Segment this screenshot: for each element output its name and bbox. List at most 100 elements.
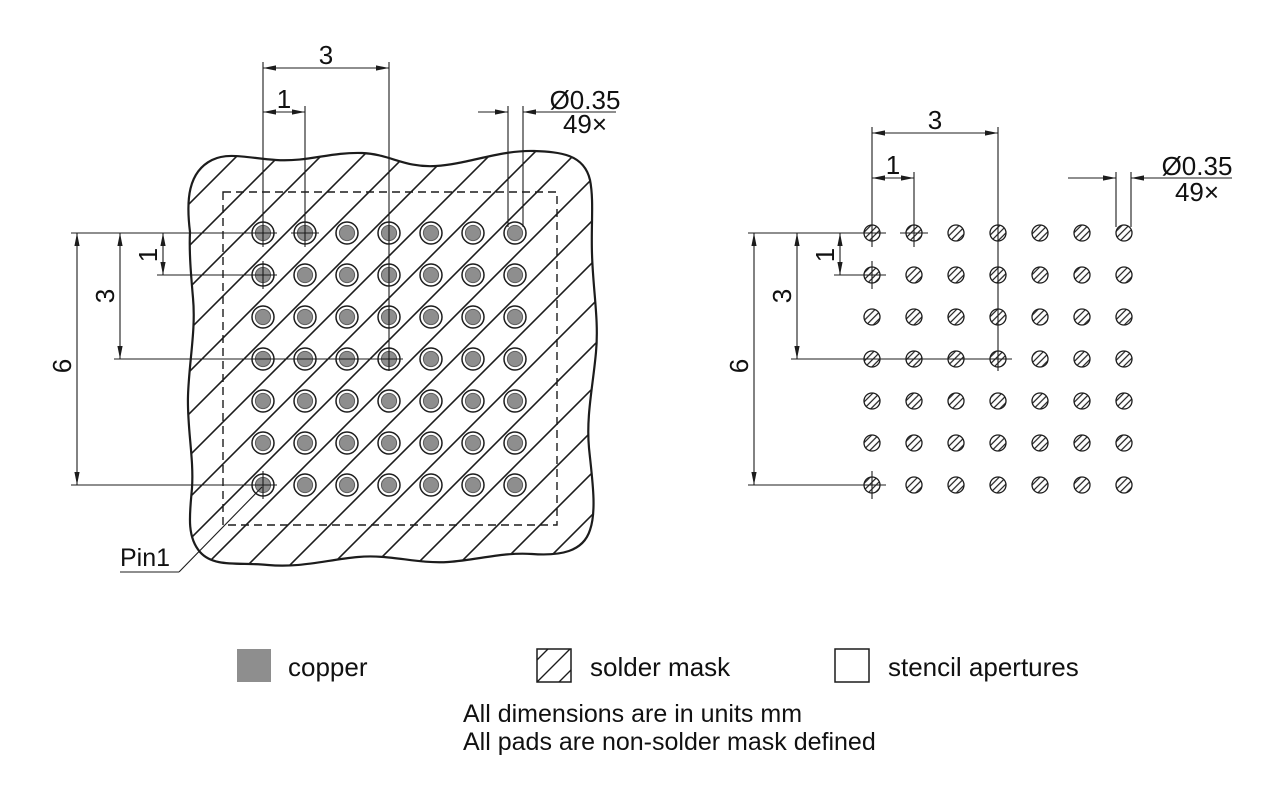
- copper-pad: [464, 308, 482, 326]
- note-mask-defined: All pads are non-solder mask defined: [463, 728, 876, 756]
- stencil-aperture: [1073, 434, 1091, 452]
- stencil-aperture: [1031, 392, 1049, 410]
- dim-label-span3: 3: [90, 289, 120, 303]
- copper-pad: [464, 476, 482, 494]
- stencil-aperture: [1115, 224, 1133, 242]
- stencil-aperture: [947, 476, 965, 494]
- copper-pad: [422, 392, 440, 410]
- stencil-aperture: [1115, 308, 1133, 326]
- stencil-aperture: [1031, 308, 1049, 326]
- dim-label-span1: 1: [810, 248, 840, 262]
- copper-pad: [506, 350, 524, 368]
- copper-pad: [338, 308, 356, 326]
- copper-pad: [296, 434, 314, 452]
- stencil-aperture: [863, 392, 881, 410]
- stencil-aperture: [947, 434, 965, 452]
- hatch-line: [558, 150, 597, 566]
- stencil-view: 3 1 Ø0.35 49× 6 3 1: [724, 105, 1232, 499]
- stencil-aperture: [1115, 476, 1133, 494]
- dim-label-count: 49×: [1175, 177, 1219, 207]
- copper-pad: [296, 476, 314, 494]
- hatch-line: [187, 150, 578, 566]
- copper-pad: [506, 308, 524, 326]
- copper-pad: [338, 392, 356, 410]
- dim-label-span3: 3: [767, 289, 797, 303]
- stencil-aperture: [905, 392, 923, 410]
- copper-pad: [338, 434, 356, 452]
- hatch-line: [306, 150, 597, 566]
- notes: All dimensions are in units mm All pads …: [463, 700, 876, 756]
- stencil-aperture: [1115, 266, 1133, 284]
- copper-pad: [506, 266, 524, 284]
- note-units: All dimensions are in units mm: [463, 700, 802, 728]
- stencil-aperture: [1073, 224, 1091, 242]
- stencil-aperture: [1115, 350, 1133, 368]
- hatch-line: [187, 150, 494, 566]
- copper-pad: [506, 434, 524, 452]
- copper-swatch: [237, 649, 271, 682]
- stencil-aperture: [1073, 476, 1091, 494]
- stencil-aperture: [947, 392, 965, 410]
- stencil-aperture: [1115, 392, 1133, 410]
- copper-pad: [422, 434, 440, 452]
- stencil-aperture: [863, 308, 881, 326]
- legend-label-solder-mask: solder mask: [590, 652, 731, 682]
- copper-pad: [464, 224, 482, 242]
- copper-pad: [338, 266, 356, 284]
- hatch-line: [187, 150, 284, 566]
- hatch-line: [348, 150, 597, 566]
- stencil-aperture: [947, 266, 965, 284]
- stencil-aperture: [905, 266, 923, 284]
- copper-pad: [422, 350, 440, 368]
- stencil-aperture: [1073, 392, 1091, 410]
- left-dimensions: [71, 62, 616, 573]
- solder-mask-swatch: [536, 648, 572, 683]
- dim-label-pitch1: 1: [277, 84, 291, 114]
- copper-pad: [254, 308, 272, 326]
- dim-label-diameter: Ø0.35: [550, 85, 621, 115]
- stencil-aperture: [905, 434, 923, 452]
- copper-pad: [422, 224, 440, 242]
- stencil-aperture: [947, 308, 965, 326]
- stencil-aperture: [1031, 224, 1049, 242]
- dim-label-diameter: Ø0.35: [1162, 151, 1233, 181]
- stencil-aperture-swatch: [834, 648, 870, 683]
- stencil-aperture: [1031, 350, 1049, 368]
- copper-pad: [380, 392, 398, 410]
- dim-label-pitch1: 1: [886, 150, 900, 180]
- dim-label-span6: 6: [724, 359, 754, 373]
- copper-pad: [254, 392, 272, 410]
- stencil-aperture: [947, 224, 965, 242]
- copper-pad: [296, 392, 314, 410]
- copper-pad: [422, 266, 440, 284]
- stencil-aperture: [1115, 434, 1133, 452]
- hatch-line: [187, 150, 536, 566]
- copper-pad: [380, 476, 398, 494]
- copper-pad: [254, 434, 272, 452]
- copper-pad: [464, 392, 482, 410]
- copper-pad: [506, 224, 524, 242]
- copper-pad: [338, 224, 356, 242]
- hatch-line: [187, 150, 410, 566]
- stencil-aperture: [1031, 476, 1049, 494]
- dim-label-pitch3: 3: [928, 105, 942, 135]
- hatch-line: [187, 150, 452, 566]
- hatch-line: [187, 150, 597, 566]
- copper-pad: [464, 350, 482, 368]
- stencil-aperture: [1073, 308, 1091, 326]
- dim-label-span6: 6: [47, 359, 77, 373]
- stencil-aperture: [863, 434, 881, 452]
- copper-pad: [506, 476, 524, 494]
- copper-pad: [380, 434, 398, 452]
- hatch-line: [222, 150, 597, 566]
- pin1-leader-line: [178, 486, 263, 573]
- stencil-aperture: [1031, 266, 1049, 284]
- stencil-aperture: [905, 476, 923, 494]
- land-pattern-view: 3 1 Ø0.35 49× 6 3 1 Pin1: [47, 40, 621, 573]
- copper-pad: [506, 392, 524, 410]
- hatch-line: [264, 150, 597, 566]
- legend-label-copper: copper: [288, 652, 368, 682]
- component-body-outline: [222, 191, 558, 526]
- hatch-line: [187, 150, 326, 566]
